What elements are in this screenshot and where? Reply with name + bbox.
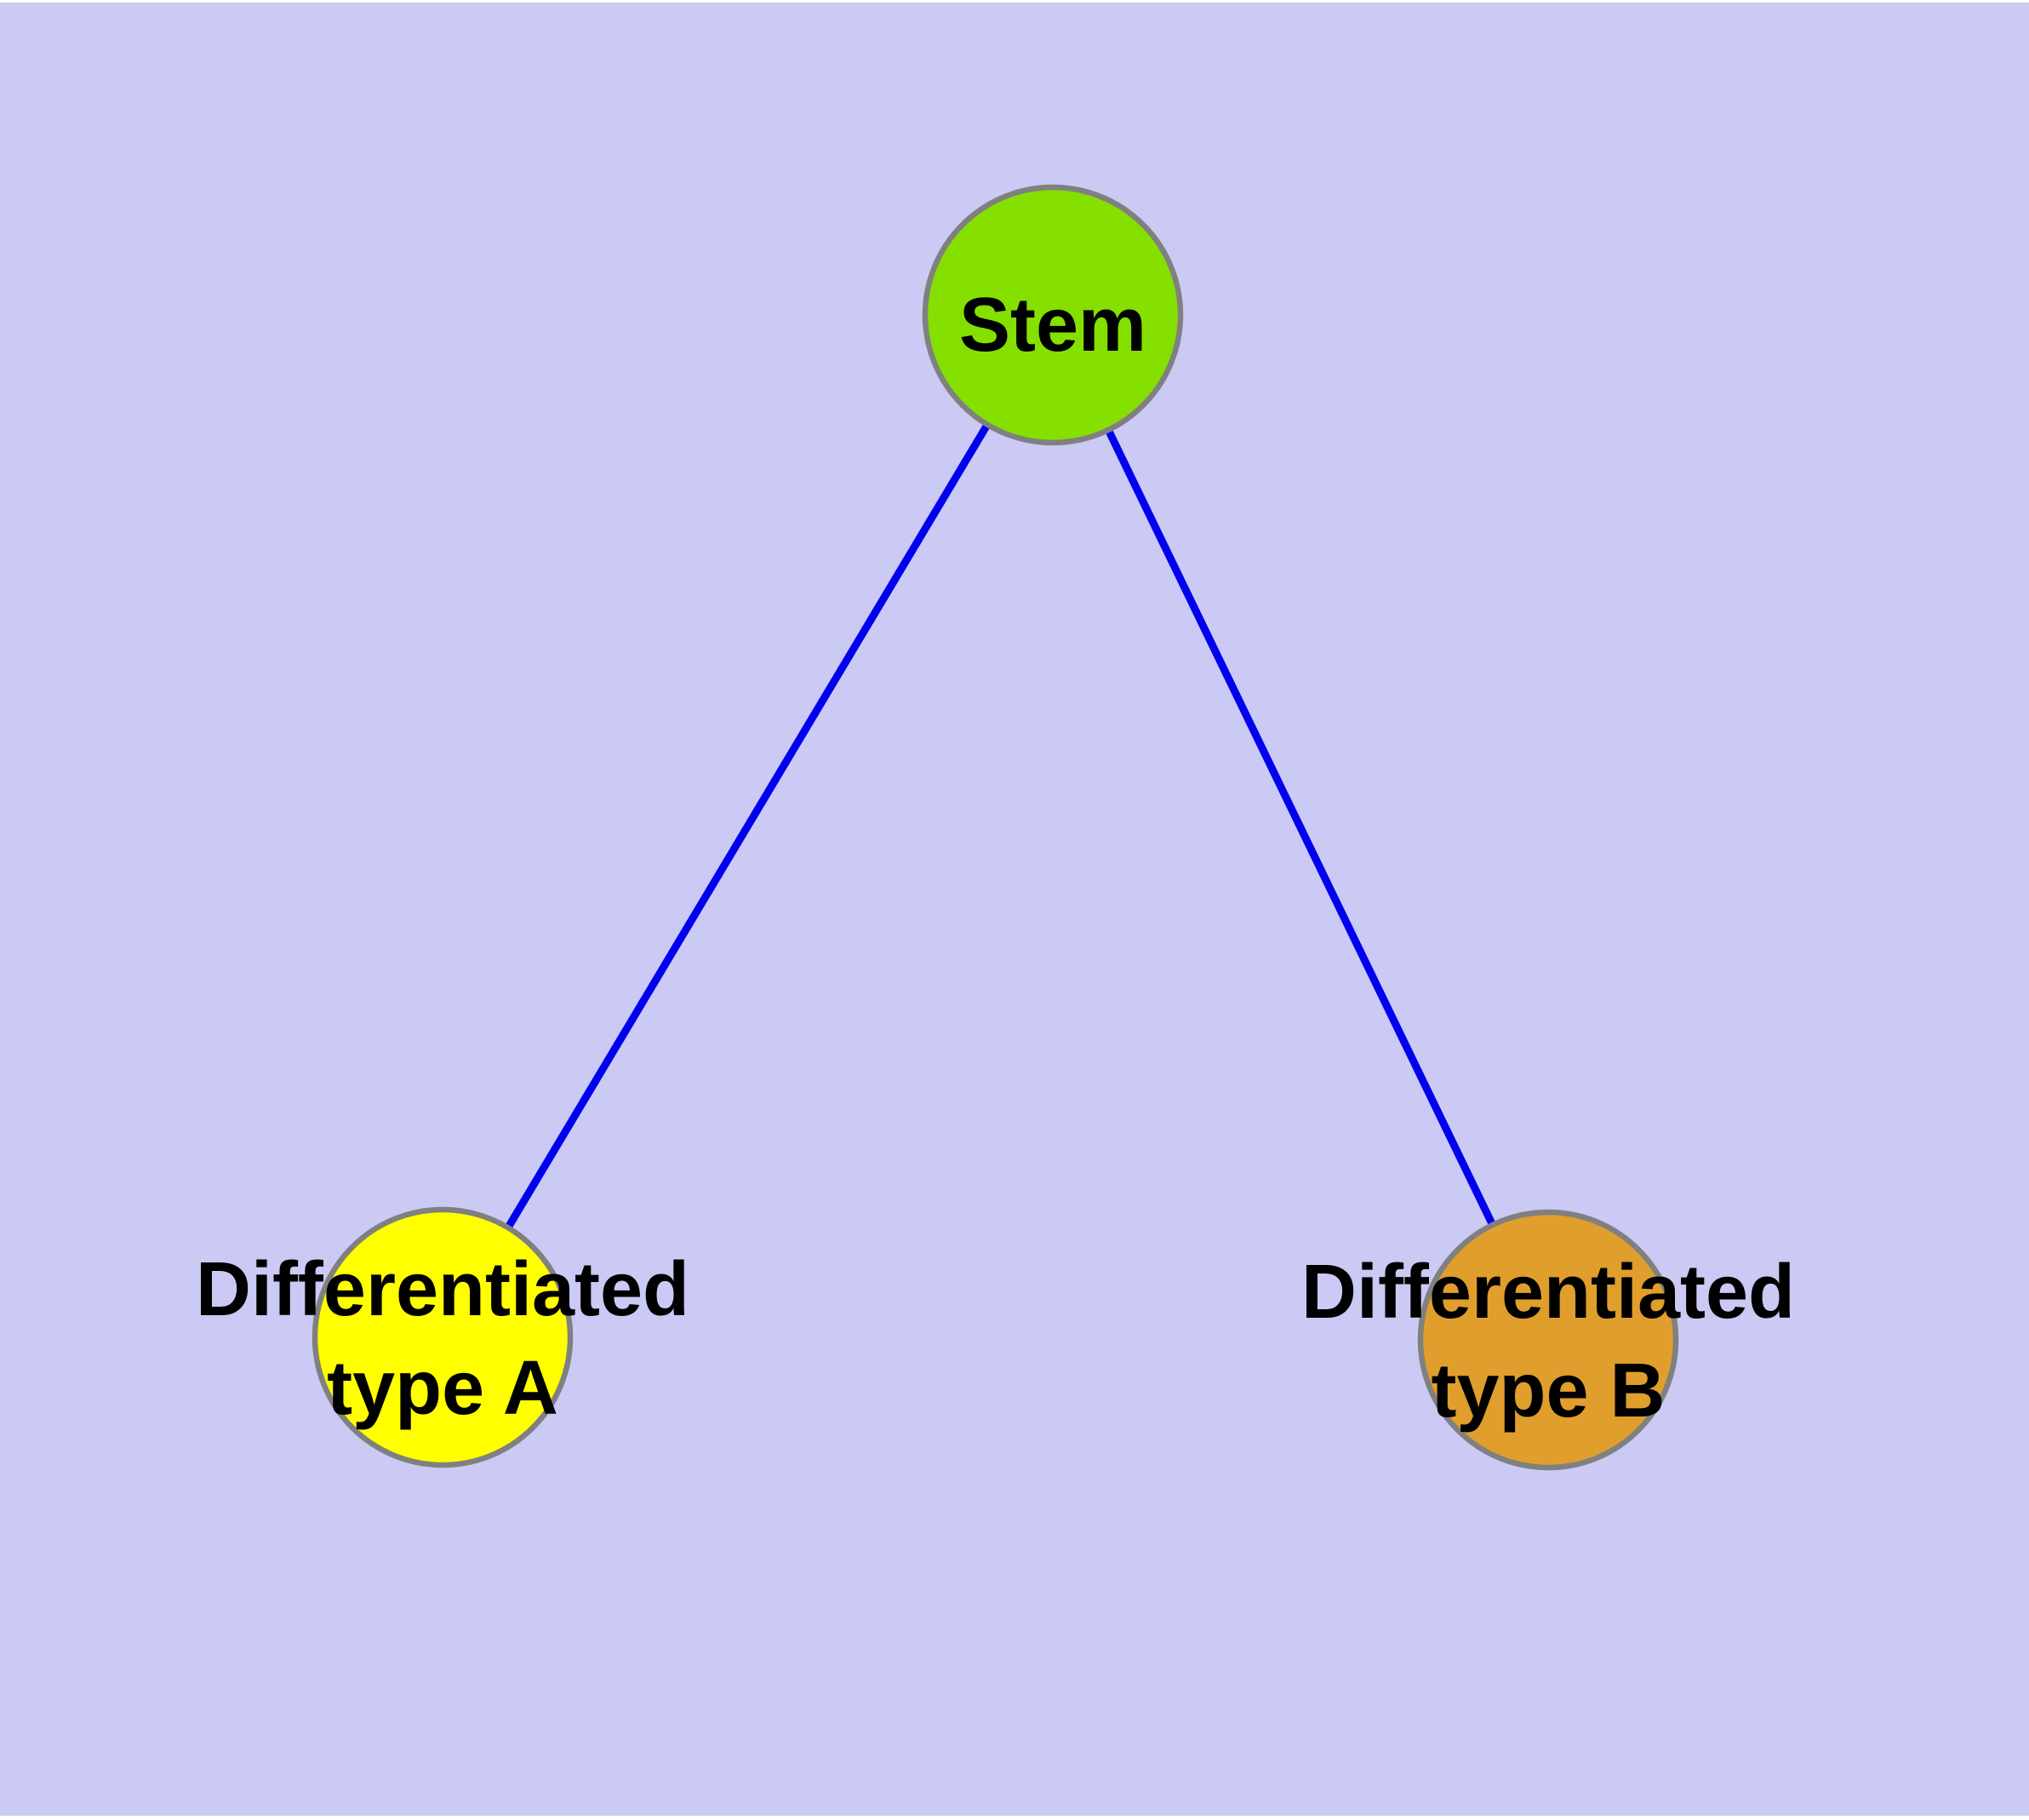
- edge-stem-to-type-a: [439, 312, 1056, 1340]
- node-differentiated-type-a: Differentiated type A: [196, 1206, 689, 1468]
- edge-group: [439, 312, 1552, 1342]
- node-type-b-label-line-2: type B: [1431, 1348, 1665, 1434]
- node-stem: Stem: [922, 184, 1184, 446]
- node-stem-label: Stem: [959, 283, 1146, 368]
- node-type-b-label-line-1: Differentiated: [1301, 1250, 1795, 1335]
- node-type-b-circle: [1417, 1209, 1679, 1471]
- node-type-a-circle: [311, 1206, 574, 1468]
- node-type-a-label-line-2: type A: [327, 1346, 558, 1431]
- node-type-a-label-line-1: Differentiated: [196, 1247, 689, 1332]
- edge-stem-to-type-b: [1049, 313, 1552, 1342]
- node-differentiated-type-b: Differentiated type B: [1301, 1209, 1795, 1471]
- node-stem-circle: [922, 184, 1184, 446]
